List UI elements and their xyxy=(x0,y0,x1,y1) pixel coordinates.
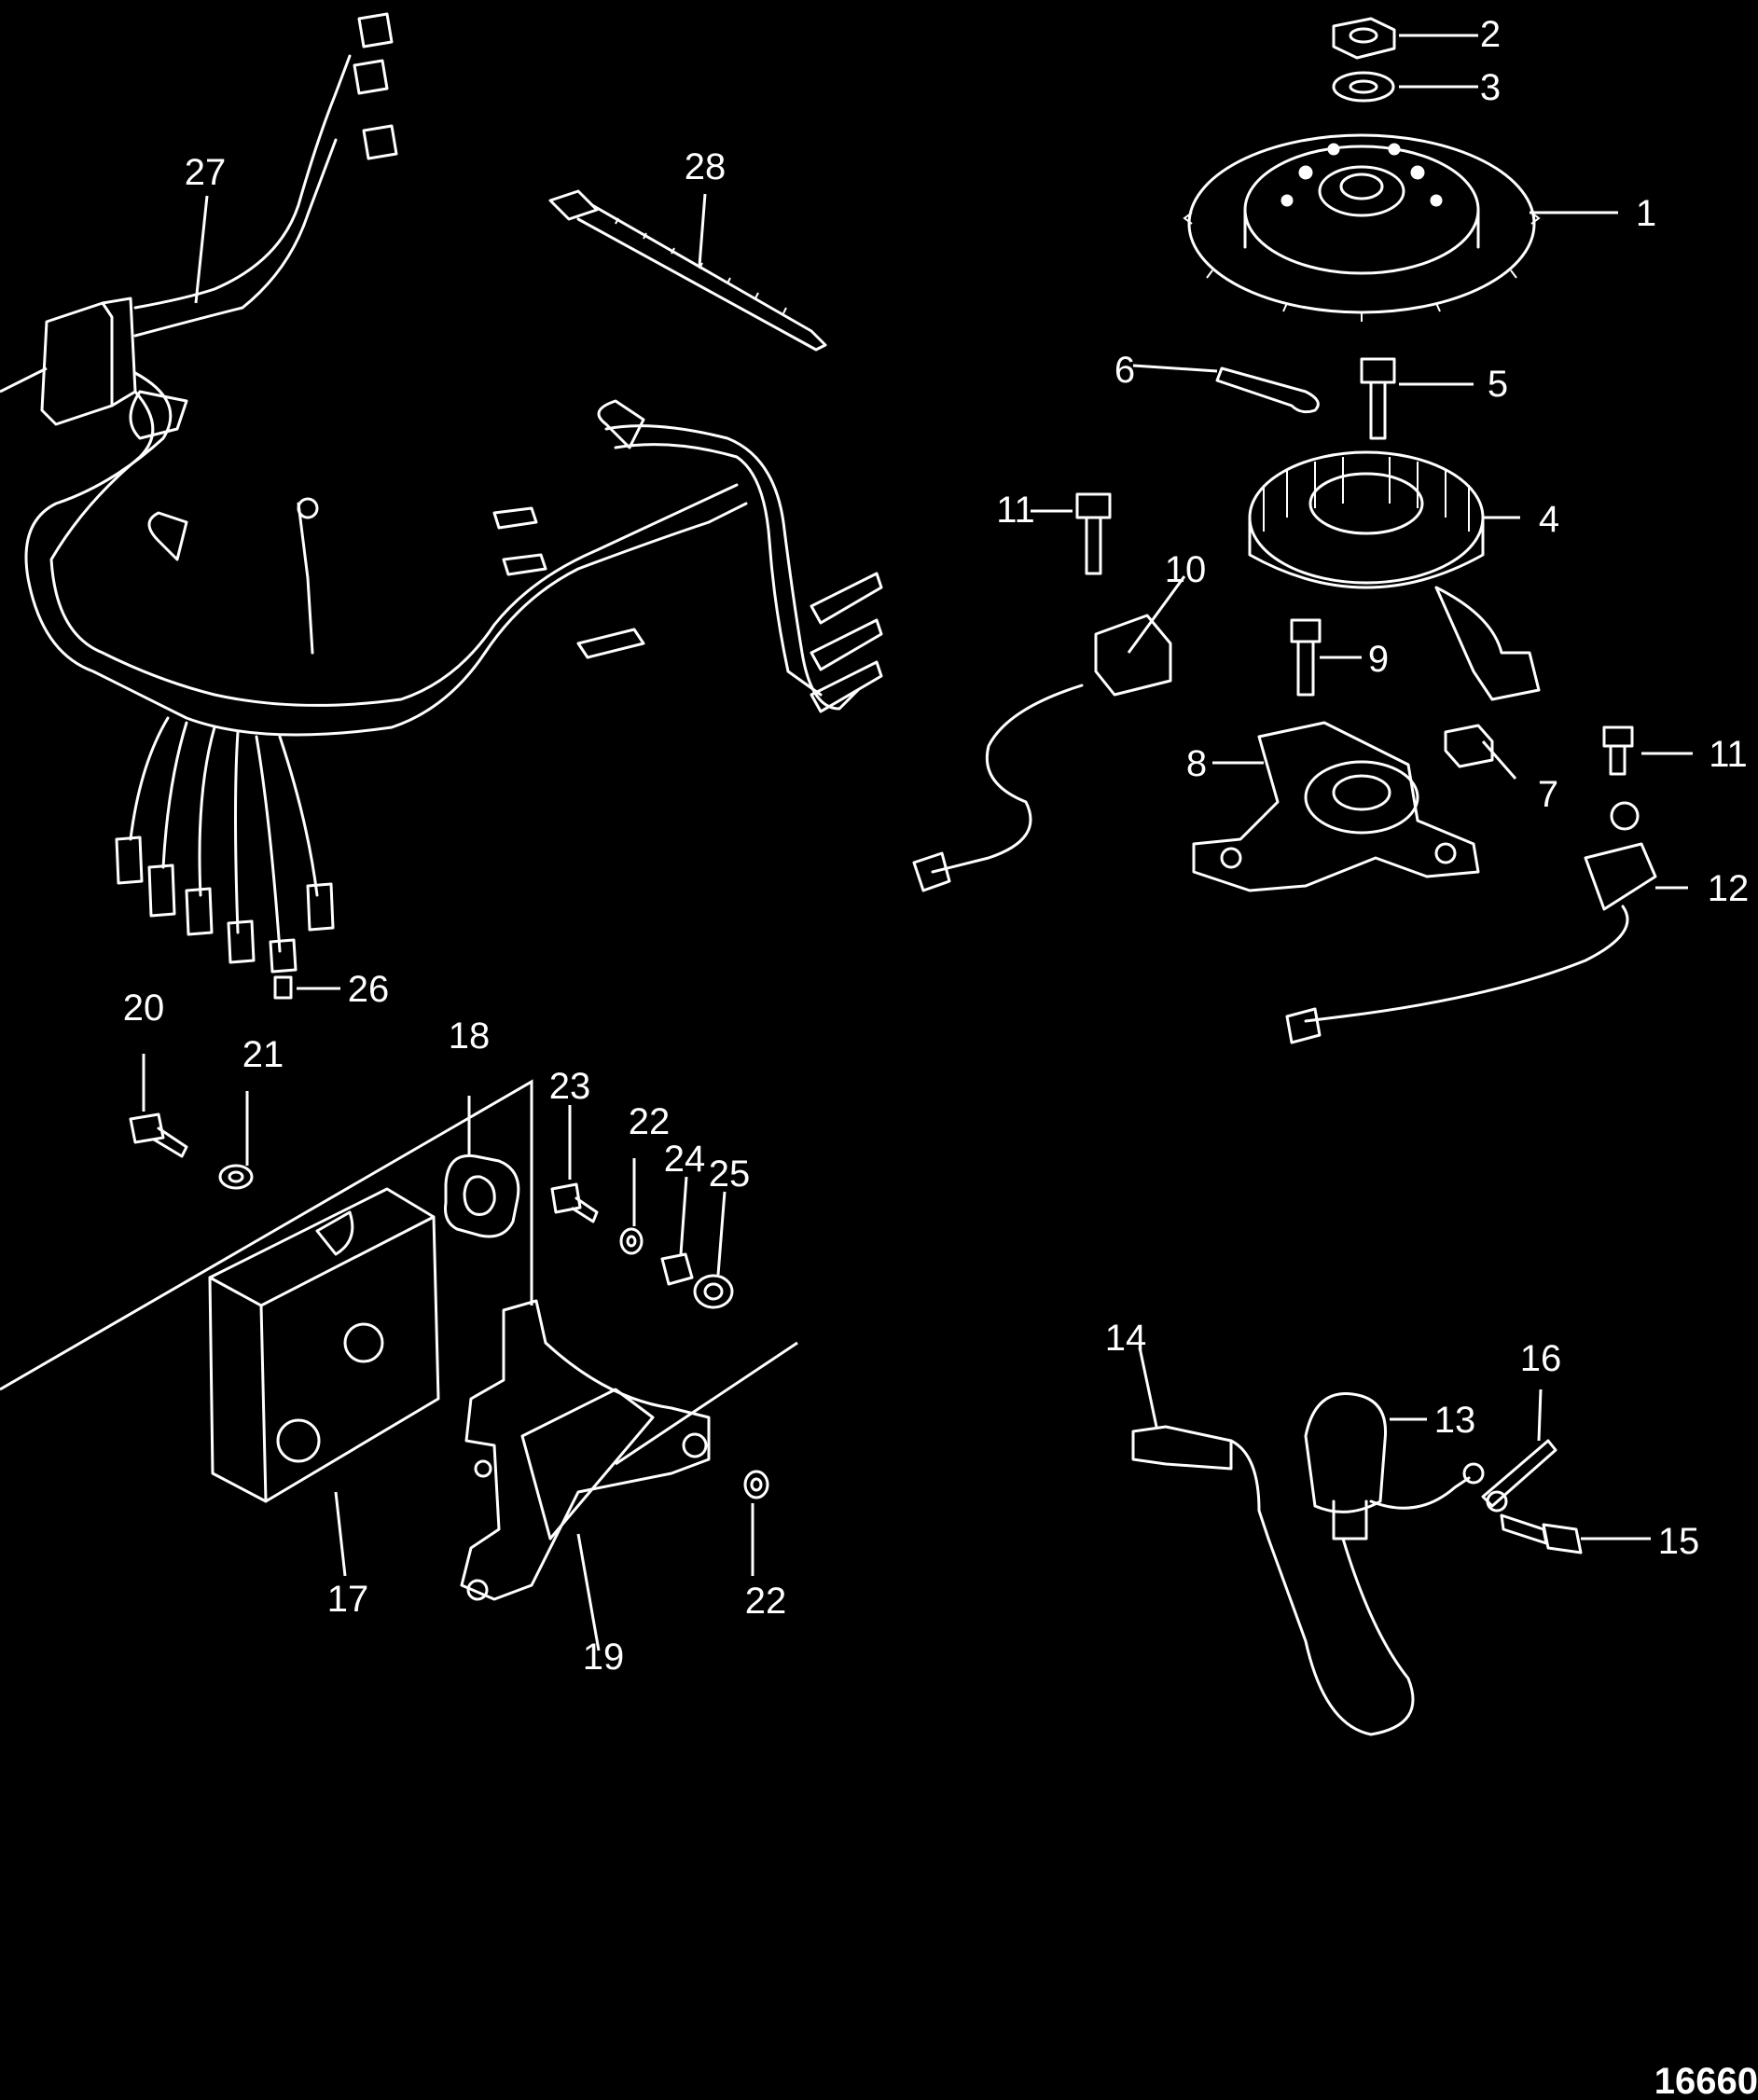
callout-3: 3 xyxy=(1480,67,1501,108)
sensor-part xyxy=(912,614,1172,892)
drawing-number: 16660 xyxy=(1654,2061,1758,2100)
callout-28: 28 xyxy=(685,146,727,187)
module-washer-part xyxy=(218,1164,254,1190)
callout-15: 15 xyxy=(1658,1521,1700,1562)
callout-11-left: 11 xyxy=(996,490,1035,531)
callout-24: 24 xyxy=(664,1139,706,1180)
callout-25: 25 xyxy=(709,1154,751,1195)
cable-tie-part xyxy=(548,189,827,352)
callout-26: 26 xyxy=(348,969,390,1010)
callout-5: 5 xyxy=(1488,364,1508,405)
callout-2: 2 xyxy=(1480,14,1501,55)
bushing-part xyxy=(693,1274,734,1309)
callout-23: 23 xyxy=(549,1066,591,1107)
callout-6: 6 xyxy=(1114,350,1135,391)
nut-part xyxy=(1332,17,1396,60)
callout-8: 8 xyxy=(1186,743,1207,784)
harness-screw-part xyxy=(273,975,293,1000)
callout-17: 17 xyxy=(327,1579,369,1620)
wiring-harness-part xyxy=(24,12,883,974)
terminal-lug-part xyxy=(1215,366,1320,414)
sensor-screw-part xyxy=(1075,492,1112,575)
bracket-washer-lower-part xyxy=(743,1470,769,1499)
ignition-module-part xyxy=(208,1187,440,1503)
mounting-plane-outline xyxy=(0,366,798,1466)
callout-22-upper: 22 xyxy=(629,1101,671,1142)
callout-10: 10 xyxy=(1165,549,1207,590)
mounting-bracket-part xyxy=(460,1299,711,1601)
trigger-screw-part xyxy=(1290,618,1322,697)
stator-part xyxy=(1248,450,1541,701)
callout-20: 20 xyxy=(123,988,165,1029)
callout-labels: 1 2 3 4 5 6 7 8 9 10 11 11 12 13 14 15 1… xyxy=(123,14,1750,1678)
callout-13: 13 xyxy=(1434,1400,1476,1441)
grommet-part xyxy=(444,1154,520,1238)
temp-sensor-part xyxy=(1285,801,1657,1044)
callout-1: 1 xyxy=(1636,193,1656,234)
callout-21: 21 xyxy=(242,1034,284,1075)
callout-12: 12 xyxy=(1708,868,1750,909)
ground-lug-part xyxy=(1481,1439,1557,1513)
module-screw-part xyxy=(129,1112,188,1158)
callout-27: 27 xyxy=(185,152,227,193)
callout-9: 9 xyxy=(1368,639,1389,680)
flywheel-part xyxy=(1183,133,1541,322)
sensor-screw-right-part xyxy=(1602,725,1634,776)
callout-4: 4 xyxy=(1539,499,1559,540)
spacer-part xyxy=(660,1252,694,1286)
bracket-screw-part xyxy=(550,1182,599,1223)
connector-block-part xyxy=(1444,724,1494,768)
callout-19: 19 xyxy=(583,1637,625,1678)
callout-18: 18 xyxy=(449,1015,491,1057)
washer-part xyxy=(1332,71,1395,103)
leader-lines xyxy=(142,34,1693,1651)
bracket-washer-part xyxy=(619,1227,644,1255)
callout-7: 7 xyxy=(1538,774,1558,815)
spark-plug-boot-part xyxy=(1131,1425,1270,1540)
trigger-plate-part xyxy=(1192,721,1480,892)
ignition-coil-part xyxy=(1267,1392,1485,1736)
stator-screw-part xyxy=(1360,357,1396,440)
callout-22-lower: 22 xyxy=(745,1581,787,1622)
callout-11-right: 11 xyxy=(1709,734,1748,775)
callout-16: 16 xyxy=(1520,1338,1562,1379)
callout-14: 14 xyxy=(1105,1318,1147,1359)
coil-screw-part xyxy=(1500,1513,1583,1554)
